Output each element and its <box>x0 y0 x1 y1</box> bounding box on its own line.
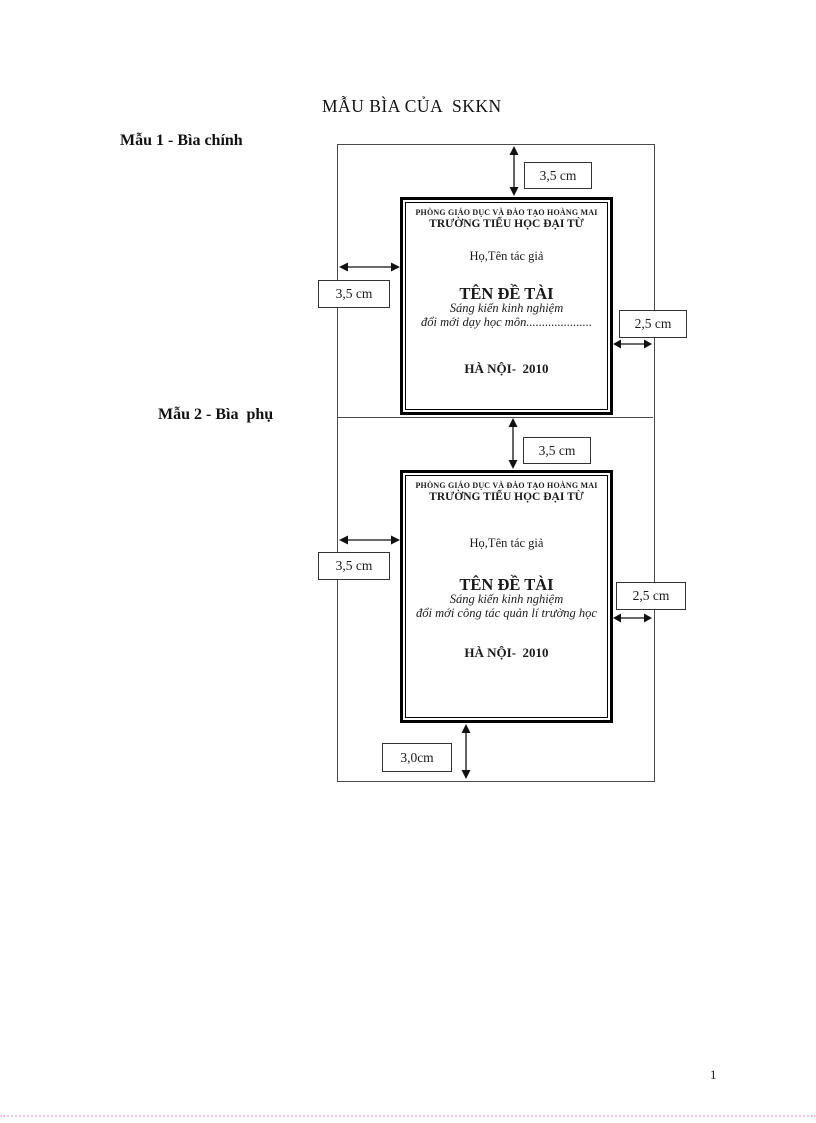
author-line: Họ,Tên tác giả <box>469 536 544 550</box>
model-1-label: Mẫu 1 - Bìa chính <box>120 132 243 149</box>
topic-title: TÊN ĐỀ TÀI <box>459 575 554 594</box>
cover-box-main: PHÒNG GIÁO DỤC VÀ ĐÀO TẠO HOÀNG MAI TRƯỜ… <box>400 197 613 415</box>
margin-frame <box>337 144 655 782</box>
topic-subtitle: Sáng kiến kinh nghiệm <box>449 301 564 315</box>
bottom-margin-value: 3,0cm <box>382 743 452 772</box>
cover-box-sub: PHÒNG GIÁO DỤC VÀ ĐÀO TẠO HOÀNG MAI TRƯỜ… <box>400 470 613 723</box>
topic-subject: đổi mới dạy học môn..................... <box>421 315 592 329</box>
right-margin-value-2: 2,5 cm <box>616 582 686 610</box>
left-margin-value-1: 3,5 cm <box>318 280 390 308</box>
place-year-line: HÀ NỘI- 2010 <box>464 645 549 660</box>
left-margin-arrow-2 <box>339 535 400 545</box>
bottom-margin-arrow <box>461 724 471 779</box>
left-margin-arrow-1 <box>339 262 400 272</box>
topic-subject: đổi mới công tác quản lí trường học <box>416 606 597 620</box>
right-margin-arrow-2 <box>613 613 652 623</box>
page-break-dotted-line <box>0 1115 816 1117</box>
frame-divider-line <box>338 417 653 418</box>
top-margin-arrow-2 <box>508 418 518 469</box>
author-line: Họ,Tên tác giả <box>469 249 544 263</box>
right-margin-value-1: 2,5 cm <box>619 310 687 338</box>
model-2-label: Mẫu 2 - Bìa phụ <box>158 406 274 423</box>
right-margin-arrow-1 <box>613 339 652 349</box>
department-line: PHÒNG GIÁO DỤC VÀ ĐÀO TẠO HOÀNG MAI <box>415 481 598 490</box>
school-line: TRƯỜNG TIỂU HỌC ĐẠI TỪ <box>429 218 584 230</box>
top-margin-arrow-1 <box>509 146 519 196</box>
department-line: PHÒNG GIÁO DỤC VÀ ĐÀO TẠO HOÀNG MAI <box>415 208 598 217</box>
top-margin-value-1: 3,5 cm <box>524 162 592 189</box>
top-margin-value-2: 3,5 cm <box>523 437 591 464</box>
place-year-line: HÀ NỘI- 2010 <box>464 361 549 376</box>
page-title: MẪU BÌA CỦA SKKN <box>322 96 502 116</box>
left-margin-value-2: 3,5 cm <box>318 552 390 580</box>
page-number: 1 <box>710 1067 717 1082</box>
school-line: TRƯỜNG TIỂU HỌC ĐẠI TỪ <box>429 491 584 503</box>
topic-title: TÊN ĐỀ TÀI <box>459 284 554 303</box>
topic-subtitle: Sáng kiến kinh nghiệm <box>449 592 564 606</box>
